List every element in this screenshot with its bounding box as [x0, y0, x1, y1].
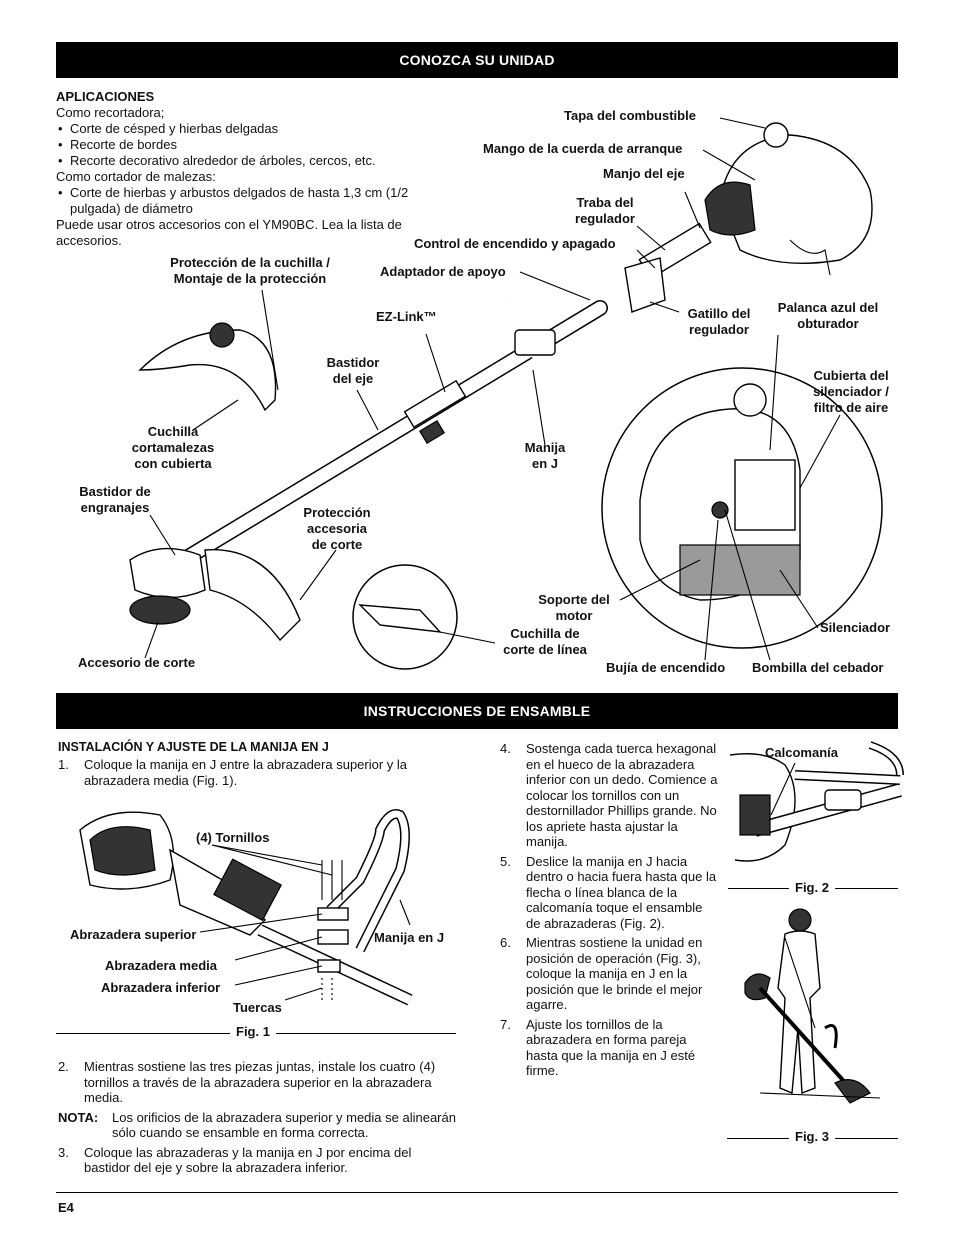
label-palanca: Palanca azul del obturador — [777, 300, 879, 331]
fig1-abr-inf: Abrazadera inferior — [101, 980, 221, 995]
bullet-list-1: Corte de césped y hierbas delgadas Recor… — [56, 121, 446, 169]
step-2: 2. Mientras sostiene las tres piezas junt… — [58, 1059, 458, 1106]
step-number: 2. — [58, 1059, 69, 1074]
aplicaciones-line1: Como recortadora; — [56, 105, 165, 120]
label-ezlink: EZ-Link™ — [376, 309, 437, 324]
step-text: Coloque las abrazaderas y la manija en J… — [84, 1144, 412, 1176]
label-traba: Traba del regulador — [575, 195, 635, 226]
label-bastidor-eje: Bastidor del eje — [326, 355, 380, 386]
step-1: 1. Coloque la manija en J entre la abraza… — [58, 757, 458, 792]
label-proteccion-accesoria: Protección accesoria de corte — [303, 505, 371, 552]
bullet-item: Corte de hierbas y arbustos delgados de … — [56, 185, 446, 217]
step-number: 4. — [500, 741, 511, 756]
aplicaciones-title: APLICACIONES — [56, 89, 155, 104]
steps-right: 4. Sostenga cada tuerca hexagonal en el h… — [500, 741, 718, 1083]
label-manjo: Manjo del eje — [603, 166, 685, 181]
step-number: 1. — [58, 757, 69, 772]
page-number: E4 — [58, 1200, 74, 1215]
label-cuchilla-linea: Cuchilla de corte de línea — [503, 626, 587, 657]
fig3-drawing — [744, 908, 881, 1104]
label-cubierta: Cubierta del silenciador / filtro de air… — [813, 368, 889, 415]
label-accesorio: Accesorio de corte — [78, 655, 196, 670]
step-3: 3. Coloque las abrazaderas y la manija en… — [58, 1145, 458, 1176]
footer-rule — [56, 1192, 898, 1193]
nota: NOTA: Los orificios de la abrazadera supe… — [58, 1110, 458, 1141]
trimmer-diagram — [129, 117, 883, 670]
step-number: 7. — [500, 1016, 511, 1032]
step-text: Ajuste los tornillos de la abrazadera en… — [526, 1016, 696, 1079]
fig1-caption: Fig. 1 — [230, 1024, 276, 1039]
step-text: Coloque la manija en J entre la abrazade… — [84, 757, 408, 788]
label-mango: Mango de la cuerda de arranque — [483, 141, 683, 156]
bullet-item: Corte de césped y hierbas delgadas — [56, 121, 446, 137]
label-bombilla: Bombilla del cebador — [752, 660, 884, 675]
label-silenciador: Silenciador — [820, 620, 891, 635]
fig1-manija: Manija en J — [374, 930, 445, 945]
step-text: Mientras sostiene las tres piezas juntas… — [84, 1059, 436, 1105]
nota-label: NOTA: — [58, 1109, 99, 1125]
section-header-ensamble: INSTRUCCIONES DE ENSAMBLE — [56, 693, 898, 729]
fig3-caption: Fig. 3 — [789, 1129, 835, 1144]
step-number: 5. — [500, 853, 511, 869]
label-tapa: Tapa del combustible — [564, 108, 696, 123]
label-cuchilla-cortamalezas: Cuchilla cortamalezas con cubierta — [131, 424, 215, 471]
label-manija-j: Manija en J — [524, 440, 566, 471]
assembly-title: INSTALACIÓN Y AJUSTE DE LA MANIJA EN J — [58, 740, 329, 754]
fig1-drawing — [79, 809, 413, 1006]
step-4: 4. Sostenga cada tuerca hexagonal en el h… — [500, 741, 718, 850]
fig2-caption: Fig. 2 — [789, 880, 835, 895]
steps-2-3: 2. Mientras sostiene las tres piezas junt… — [58, 1059, 458, 1180]
bullet-item: Recorte decorativo alrededor de árboles,… — [56, 153, 446, 169]
step-text: Mientras sostiene la unidad en posición … — [526, 935, 703, 1012]
fig2-calcomania: Calcomanía — [765, 745, 838, 760]
step-text: Deslice la manija en J hacia dentro o ha… — [526, 853, 717, 931]
step-7: 7. Ajuste los tornillos de la abrazadera … — [500, 1017, 718, 1079]
label-soporte: Soporte del motor — [538, 592, 610, 623]
aplicaciones-line2: Como cortador de malezas: — [56, 169, 216, 184]
label-bujia: Bujía de encendido — [606, 660, 726, 675]
nota-text: Los orificios de la abrazadera superior … — [112, 1109, 456, 1141]
bullet-item: Recorte de bordes — [56, 137, 446, 153]
label-adaptador: Adaptador de apoyo — [380, 264, 506, 279]
section-header-conozca: CONOZCA SU UNIDAD — [56, 42, 898, 78]
step-number: 6. — [500, 935, 511, 950]
label-bastidor-engranajes: Bastidor de engranajes — [79, 484, 151, 515]
aplicaciones-line3: Puede usar otros accesorios con el YM90B… — [56, 217, 402, 248]
fig1-abr-med: Abrazadera media — [105, 958, 217, 973]
fig1-tuercas: Tuercas — [233, 1000, 282, 1015]
label-proteccion: Protección de la cuchilla / Montaje de l… — [170, 255, 330, 286]
label-control: Control de encendido y apagado — [414, 236, 616, 251]
fig1-tornillos: (4) Tornillos — [196, 830, 270, 845]
fig1-abr-sup: Abrazadera superior — [70, 927, 197, 942]
step-5: 5. Deslice la manija en J hacia dentro o … — [500, 854, 718, 932]
bullet-list-2: Corte de hierbas y arbustos delgados de … — [56, 185, 446, 217]
aplicaciones-block: APLICACIONES Como recortadora; Corte de … — [56, 89, 446, 249]
step-number: 3. — [58, 1144, 69, 1160]
step-text: Sostenga cada tuerca hexagonal en el hue… — [526, 741, 718, 849]
fig2-drawing — [729, 741, 904, 862]
label-gatillo: Gatillo del regulador — [687, 306, 751, 337]
step-6: 6. Mientras sostiene la unidad en posició… — [500, 935, 718, 1013]
